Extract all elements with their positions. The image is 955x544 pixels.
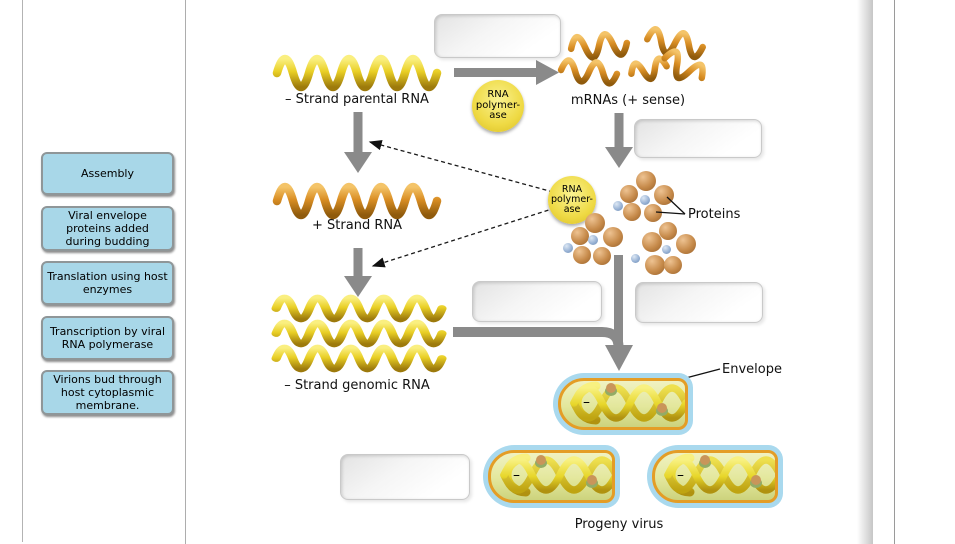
protein-sphere-small (613, 201, 623, 211)
protein-sphere-small (640, 195, 650, 205)
virus-helix (500, 453, 612, 497)
protein-sphere (654, 185, 674, 205)
protein-sphere (620, 185, 638, 203)
virus-helix (570, 381, 685, 425)
mrna-piece (628, 55, 670, 83)
mrna-piece (567, 30, 631, 61)
mrna-piece (644, 26, 706, 61)
drop-slot-1[interactable] (434, 14, 561, 58)
protein-sphere (644, 204, 662, 222)
virus-particle: – (483, 445, 620, 508)
arrow-down-genome-synthesis (344, 248, 372, 297)
proteins-label: Proteins (688, 207, 741, 222)
progeny-virus-label: Progeny virus (574, 517, 664, 532)
answer-option-assembly[interactable]: Assembly (41, 152, 174, 195)
dashed-polymerase-arrows (368, 140, 556, 268)
mrna-piece (661, 48, 706, 82)
virus-minus-sign: – (677, 467, 684, 484)
parental-rna-strand (272, 54, 442, 92)
protein-sphere (645, 255, 665, 275)
arrow-right-transcription (454, 60, 559, 85)
genomic-rna-strand (271, 319, 447, 348)
virus-capsid: – (558, 378, 688, 430)
drop-slot-4[interactable] (635, 282, 763, 323)
protein-sphere (664, 256, 682, 274)
genomic-rna-strand (271, 344, 447, 373)
protein-sphere-small (631, 254, 640, 263)
virus-particle: – (553, 373, 693, 435)
plus-strand-rna (272, 182, 442, 220)
rna-polymerase-badge-top: RNA polymer- ase (472, 80, 524, 132)
protein-sphere-small (662, 245, 671, 254)
drop-slot-2[interactable] (634, 119, 762, 158)
drop-slot-3[interactable] (472, 281, 602, 322)
virus-capsid: – (652, 450, 778, 503)
protein-sphere (593, 247, 611, 265)
protein-sphere-small (563, 243, 573, 253)
plus-strand-label: + Strand RNA (312, 218, 402, 233)
enzyme-text-line: polymer- (551, 194, 593, 205)
protein-sphere (676, 234, 696, 254)
enzyme-text-line: ase (489, 110, 507, 122)
protein-sphere (636, 171, 656, 191)
answer-option-viral-envelope[interactable]: Viral envelope proteins added during bud… (41, 206, 174, 251)
mrna-piece (557, 57, 621, 87)
arrow-down-translation (605, 113, 633, 168)
protein-sphere (642, 232, 662, 252)
answer-option-translation[interactable]: Translation using host enzymes (41, 261, 174, 305)
page-left-rule (22, 0, 23, 542)
virus-capsid: – (488, 450, 615, 503)
protein-sphere (603, 227, 623, 247)
virus-particle: – (647, 445, 783, 508)
protein-sphere-small (588, 235, 598, 245)
genomic-rna-strand (271, 294, 447, 323)
virus-helix (664, 453, 775, 497)
protein-sphere (571, 227, 589, 245)
drop-slot-5[interactable] (340, 454, 470, 500)
enzyme-text-line: polymer- (475, 99, 521, 111)
protein-sphere (659, 222, 677, 240)
enzyme-text-line: RNA (561, 184, 583, 195)
answer-option-virions-bud[interactable]: Virions bud through host cytoplasmic mem… (41, 370, 174, 415)
genomic-rna-label: – Strand genomic RNA (284, 378, 430, 393)
envelope-label: Envelope (722, 362, 782, 377)
enzyme-text-line: ase (563, 204, 581, 215)
mrnas-label: mRNAs (+ sense) (570, 93, 686, 108)
answer-option-transcription[interactable]: Transcription by viral RNA polymerase (41, 316, 174, 360)
arrow-down-replication (344, 112, 372, 173)
virus-minus-sign: – (513, 467, 520, 484)
parental-rna-label: – Strand parental RNA (285, 92, 429, 107)
protein-sphere (623, 203, 641, 221)
virus-minus-sign: – (583, 394, 590, 411)
protein-sphere (585, 213, 605, 233)
panel-edge-shadow (857, 0, 873, 544)
assembly-flow-arrow (453, 255, 633, 371)
enzyme-text-line: RNA (487, 89, 509, 101)
proteins-pointer-lines (655, 196, 686, 215)
protein-sphere (573, 246, 591, 264)
